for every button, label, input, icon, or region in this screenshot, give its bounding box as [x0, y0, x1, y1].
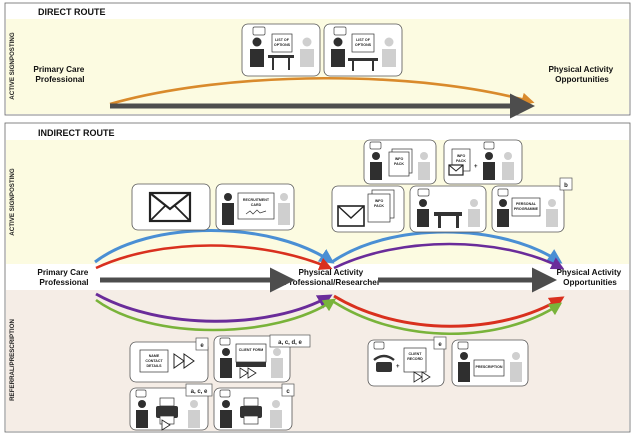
svg-text:a, c, e: a, c, e — [191, 389, 208, 395]
computer-icon: CLIENT FORM — [235, 343, 267, 367]
tag-e2: e — [433, 336, 447, 350]
arc-red-left — [95, 244, 333, 270]
printer-icon — [156, 397, 178, 425]
tag-acde: a, c, d, e — [269, 334, 311, 348]
direct-route-panel: DIRECT ROUTE ACTIVE SIGNPOSTING Primary … — [4, 2, 631, 119]
indirect-side-active: ACTIVE SIGNPOSTING — [9, 168, 16, 236]
envelope-card — [131, 183, 211, 231]
client-form-text: CLIENT FORM — [239, 348, 264, 352]
direct-source-label: Primary Care Professional — [33, 65, 86, 84]
arc-purple-right — [333, 242, 565, 270]
svg-text:+: + — [474, 164, 478, 170]
arc-purple-left — [95, 292, 333, 323]
indirect-middle-label: Physical Activity Professional/Researche… — [284, 268, 381, 287]
arc-blue-left — [94, 229, 335, 264]
consultation-table-card — [409, 185, 487, 233]
direct-orange-arc — [109, 76, 535, 106]
indirect-route-panel: INDIRECT ROUTE ACTIVE SIGNPOSTING REFERR… — [4, 122, 631, 433]
printer-card-2 — [213, 387, 293, 431]
svg-text:a, c, d, e: a, c, d, e — [278, 340, 302, 346]
tag-e1: e — [195, 337, 209, 351]
indirect-side-referral: REFERRAL/PRESCRIPTION — [9, 319, 16, 401]
prescription-card: PRESCRIPTION — [451, 339, 529, 387]
tag-ace: a, c, e — [185, 383, 213, 397]
arc-red-right — [333, 294, 565, 328]
svg-text:c: c — [286, 389, 290, 395]
prescription-text: PRESCRIPTION — [476, 365, 503, 369]
telephone-icon — [373, 354, 395, 372]
envelope-icon — [148, 191, 192, 223]
arc-green-left — [95, 298, 337, 332]
tag-c: c — [281, 383, 295, 397]
fast-forward-icon — [173, 353, 195, 369]
direct-title: DIRECT ROUTE — [38, 7, 106, 17]
svg-text:+: + — [396, 364, 400, 370]
svg-text:b: b — [564, 183, 568, 189]
svg-text:e: e — [200, 343, 204, 349]
svg-text:e: e — [438, 342, 442, 348]
indirect-title: INDIRECT ROUTE — [38, 128, 115, 138]
tag-b: b — [559, 177, 573, 191]
arc-green-right — [333, 300, 563, 336]
indirect-target-label: Physical Activity Opportunities — [556, 268, 623, 287]
indirect-source-label: Primary Care Professional — [37, 268, 90, 287]
printer-card-1 — [129, 387, 209, 431]
client-form-card: CLIENT FORM — [213, 335, 291, 383]
direct-side-label: ACTIVE SIGNPOSTING — [9, 32, 16, 100]
direct-target-label: Physical Activity Opportunities — [548, 65, 615, 84]
